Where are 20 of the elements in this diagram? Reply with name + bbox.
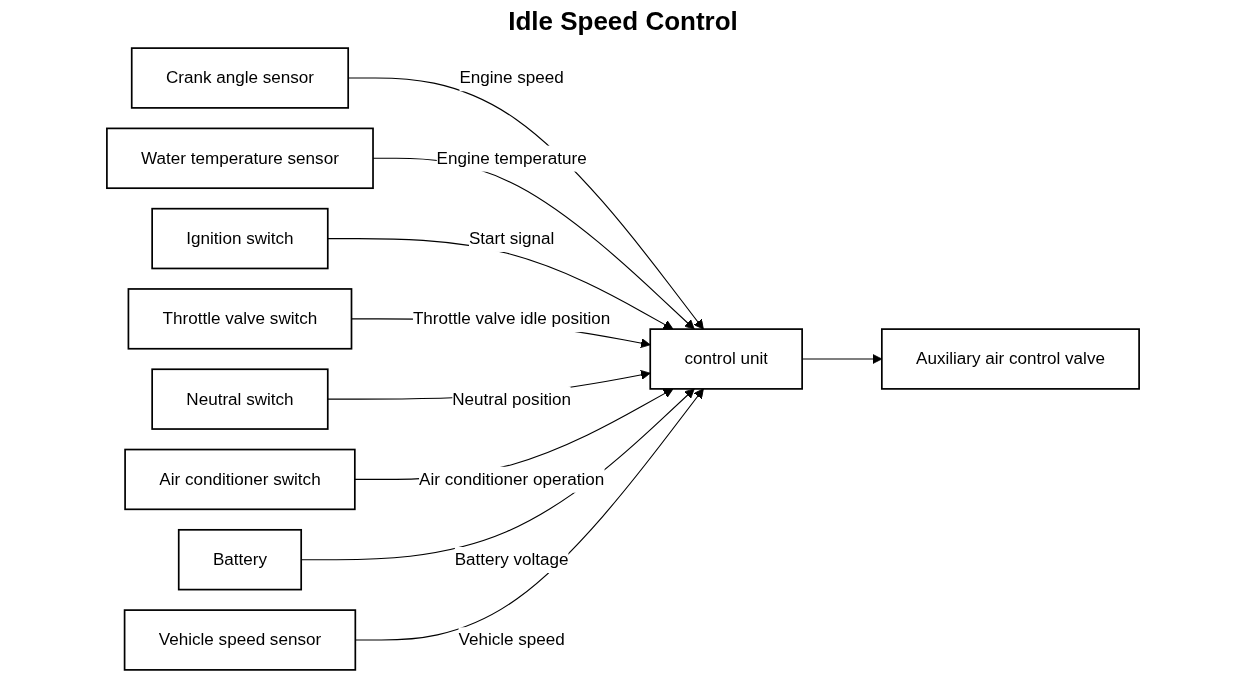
edge-label: Engine temperature bbox=[436, 147, 587, 168]
node-box: Neutral switch bbox=[151, 368, 329, 430]
node-box: Ignition switch bbox=[151, 207, 329, 270]
node-box: Auxiliary air control valve bbox=[881, 328, 1140, 390]
arrow bbox=[327, 238, 674, 330]
node-box: Throttle valve switch bbox=[127, 288, 353, 350]
node-box: Water temperature sensor bbox=[106, 127, 374, 190]
edge-label: Start signal bbox=[468, 228, 555, 248]
edge-label: Vehicle speed bbox=[458, 629, 565, 649]
edge-label: Engine speed bbox=[459, 67, 564, 87]
node-box: control unit bbox=[649, 328, 803, 390]
edge-label: Neutral position bbox=[452, 388, 571, 408]
edge-label: Battery voltage bbox=[454, 549, 569, 569]
edge-label: Throttle valve idle position bbox=[412, 308, 611, 328]
edge-label: Air conditioner operation bbox=[419, 468, 605, 489]
node-box: Crank angle sensor bbox=[130, 47, 350, 109]
node-box: Air conditioner switch bbox=[124, 448, 356, 511]
node-box: Battery bbox=[177, 528, 303, 591]
node-box: Vehicle speed sensor bbox=[123, 609, 357, 671]
diagram-title: Idle Speed Control bbox=[507, 6, 739, 37]
